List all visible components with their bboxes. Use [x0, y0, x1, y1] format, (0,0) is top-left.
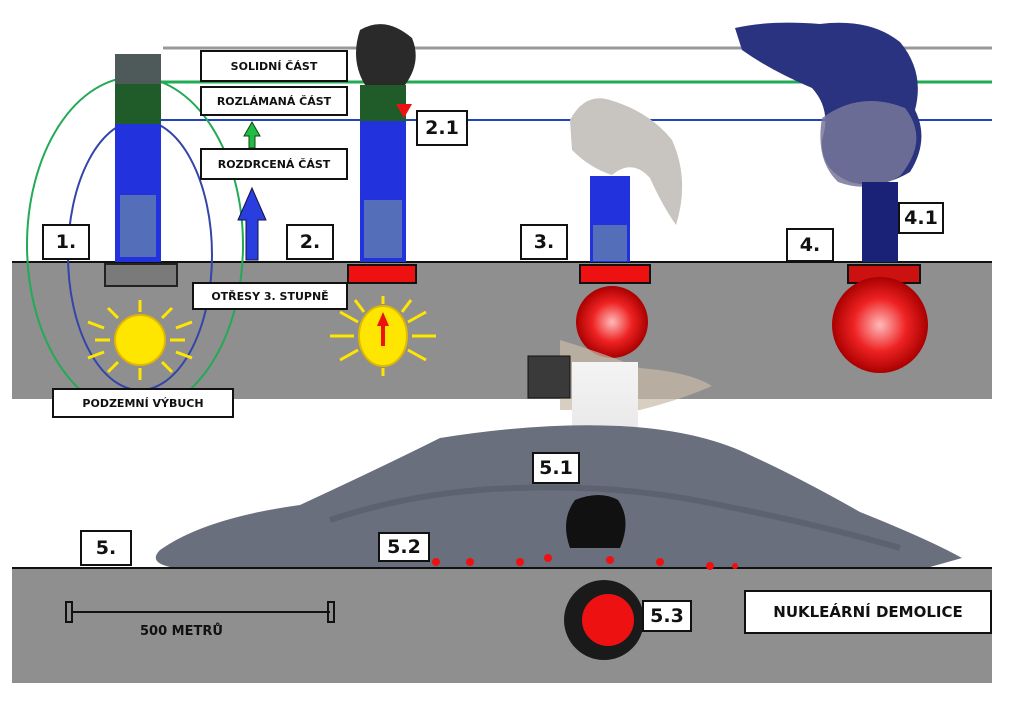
stage-label-3: 3.	[520, 224, 568, 260]
tower-1-city	[120, 195, 156, 257]
stage-label-5-3: 5.3	[642, 600, 692, 632]
tower-2-green	[360, 85, 406, 121]
debris-cloud-3	[570, 98, 683, 225]
explosion-sun-1	[87, 300, 193, 380]
tower-1-top	[115, 54, 161, 84]
arrow-up-blue	[237, 186, 267, 261]
impact-marker-2-1	[396, 104, 412, 118]
label-underground-explosion: PODZEMNÍ VÝBUCH	[52, 388, 234, 418]
stage-label-5-1: 5.1	[532, 452, 580, 484]
dust-mound-5	[155, 425, 962, 567]
tower-4-dark	[862, 182, 898, 262]
ground-surface-upper	[12, 261, 992, 263]
stage-label-5-2: 5.2	[378, 532, 430, 562]
blast-core-4	[832, 277, 928, 373]
label-nuclear-demolition: NUKLEÁRNÍ DEMOLICE	[744, 590, 992, 634]
crater-core-5-3	[582, 594, 634, 646]
ground-surface-lower	[12, 567, 992, 569]
tower-2-city	[364, 200, 402, 258]
stage-label-4: 4.	[786, 228, 834, 262]
label-solid-part: SOLIDNÍ ČÁST	[200, 50, 348, 82]
stage-label-1: 1.	[42, 224, 90, 260]
arrow-up-green	[243, 120, 261, 149]
dust-mound-texture	[329, 484, 901, 551]
tower-1-foundation	[104, 263, 178, 287]
label-broken-part: ROZLÁMANÁ ČÁST	[200, 86, 348, 116]
scale-bar-left-tick	[65, 601, 73, 623]
stage-label-2-1: 2.1	[416, 110, 468, 146]
scale-bar-right-tick	[327, 601, 335, 623]
red-debris-spots	[432, 554, 738, 570]
foundation-3	[579, 264, 651, 284]
explosion-sun-2	[330, 296, 436, 376]
black-crater-smoke	[566, 495, 626, 548]
tower-1-green	[115, 84, 161, 124]
label-crushed-part: ROZDRCENÁ ČÁST	[200, 148, 348, 180]
stage-label-5: 5.	[80, 530, 132, 566]
stage-label-4-1: 4.1	[898, 202, 944, 234]
tower-3-city	[593, 225, 627, 261]
dark-block-5	[527, 355, 571, 399]
label-tremors: OTŘESY 3. STUPNĚ	[192, 282, 348, 310]
scale-bar-label: 500 METRŮ	[140, 624, 223, 639]
stage-label-2: 2.	[286, 224, 334, 260]
smoke-2	[356, 24, 416, 85]
blast-core-3	[576, 286, 648, 358]
foundation-2	[347, 264, 417, 284]
grey-cloud-4	[820, 100, 917, 187]
